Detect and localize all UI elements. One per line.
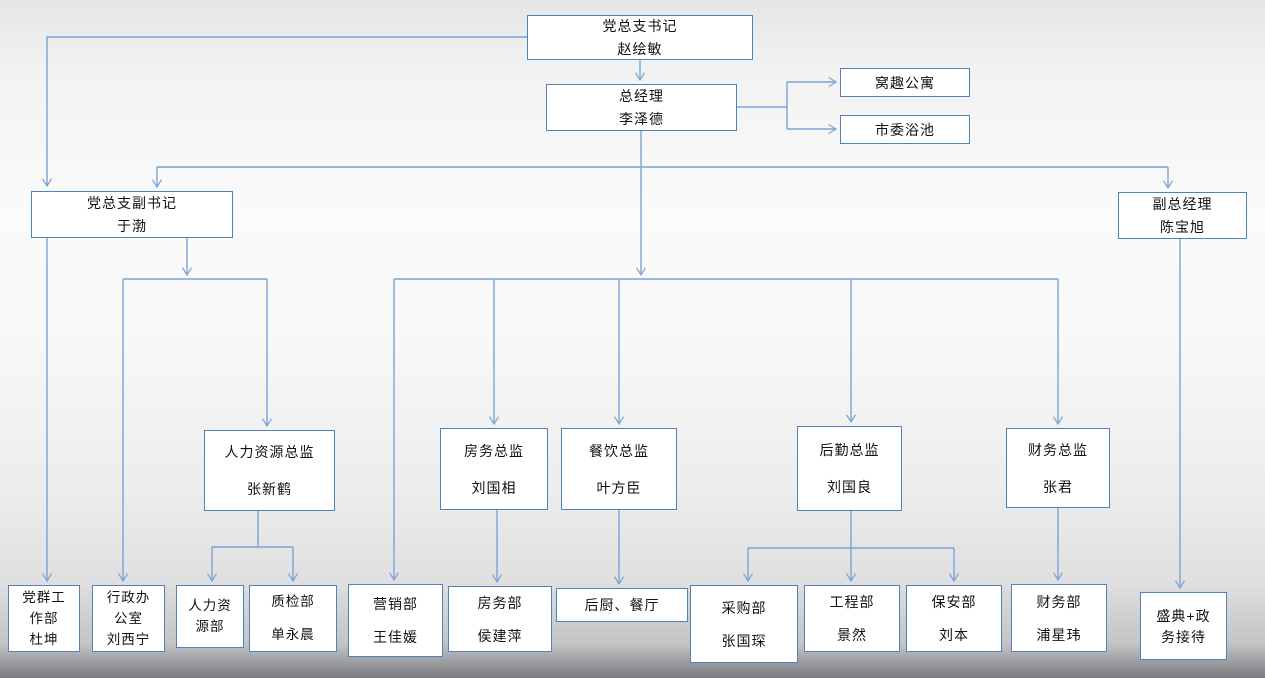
node-title: 保安部 [931, 594, 977, 610]
org-node-deputy-general-manager: 副总经理 陈宝旭 [1118, 192, 1247, 239]
node-title: 市委浴池 [875, 121, 935, 138]
node-title: 窝趣公寓 [875, 74, 935, 91]
node-title: 餐饮总监 [589, 442, 649, 459]
node-person: 于渤 [117, 218, 147, 234]
node-title: 行政办 [106, 589, 151, 605]
node-person: 陈宝旭 [1160, 219, 1205, 235]
org-node-purchasing-dept: 采购部 张国琛 [690, 585, 798, 663]
node-title: 作部 [29, 610, 59, 626]
org-node-rooms-dept: 房务部 侯建萍 [448, 586, 552, 652]
node-person: 张新鹤 [247, 481, 292, 497]
org-node-fb-director: 餐饮总监 叶方臣 [561, 428, 677, 510]
org-node-security-dept: 保安部 刘本 [906, 585, 1002, 652]
node-person: 张国琛 [721, 632, 767, 649]
node-title: 营销部 [373, 596, 418, 612]
node-title: 总经理 [619, 88, 664, 104]
node-title: 人力资源总监 [224, 444, 315, 460]
org-node-hr-director: 人力资源总监 张新鹤 [204, 430, 335, 511]
org-node-logistics-director: 后勤总监 刘国良 [797, 426, 902, 511]
node-title: 房务部 [477, 594, 523, 611]
node-title: 人力资 [188, 598, 232, 613]
node-person: 刘国良 [827, 479, 872, 495]
org-node-engineering-dept: 工程部 景然 [804, 585, 900, 652]
org-node-rooms-director: 房务总监 刘国相 [440, 428, 548, 510]
node-title: 后勤总监 [819, 442, 880, 458]
node-person: 张君 [1043, 478, 1073, 495]
org-node-shiwei-bath: 市委浴池 [840, 115, 970, 144]
org-node-deputy-party-secretary: 党总支副书记 于渤 [31, 191, 233, 238]
node-title: 房务总监 [464, 442, 524, 459]
node-person: 杜坤 [29, 631, 59, 647]
node-title: 采购部 [721, 599, 767, 616]
org-node-finance-dept: 财务部 浦星玮 [1011, 584, 1107, 652]
node-title: 党群工 [22, 589, 66, 605]
org-node-admin-office: 行政办 公室 刘西宁 [92, 585, 165, 652]
org-node-general-manager: 总经理 李泽德 [546, 84, 737, 131]
node-title: 源部 [195, 619, 225, 634]
node-person: 王佳媛 [373, 629, 418, 645]
org-node-party-mass-dept: 党群工 作部 杜坤 [8, 585, 80, 652]
node-title: 质检部 [271, 594, 315, 609]
node-title: 党总支书记 [602, 18, 678, 34]
node-title: 党总支副书记 [87, 195, 177, 211]
node-title: 财务总监 [1028, 441, 1088, 458]
node-title: 后厨、餐厅 [584, 597, 660, 613]
node-person: 刘国相 [471, 479, 517, 496]
org-node-marketing-dept: 营销部 王佳媛 [348, 584, 443, 657]
org-node-party-secretary: 党总支书记 赵绘敏 [527, 15, 753, 60]
node-title: 财务部 [1036, 593, 1082, 610]
node-person: 刘西宁 [106, 631, 151, 647]
org-node-qc-dept: 质检部 单永晨 [249, 585, 337, 652]
node-person: 叶方臣 [596, 479, 642, 496]
node-title: 副总经理 [1152, 196, 1213, 212]
node-title: 工程部 [829, 594, 875, 610]
org-node-finance-director: 财务总监 张君 [1006, 428, 1110, 508]
node-person: 李泽德 [619, 111, 664, 127]
org-node-woqu-apartment: 窝趣公寓 [840, 68, 970, 97]
node-title: 务接待 [1161, 628, 1206, 645]
node-person: 侯建萍 [477, 627, 523, 644]
node-person: 景然 [837, 627, 867, 643]
node-title: 盛典+政 [1156, 607, 1211, 624]
node-person: 赵绘敏 [617, 41, 663, 57]
org-node-hr-dept: 人力资 源部 [176, 585, 244, 648]
node-person: 刘本 [939, 627, 969, 643]
node-title: 公室 [114, 610, 143, 626]
org-node-ceremony-gov-reception: 盛典+政 务接待 [1140, 592, 1227, 660]
node-person: 浦星玮 [1036, 626, 1082, 643]
org-node-kitchen-restaurant: 后厨、餐厅 [556, 588, 688, 622]
node-person: 单永晨 [271, 627, 315, 642]
